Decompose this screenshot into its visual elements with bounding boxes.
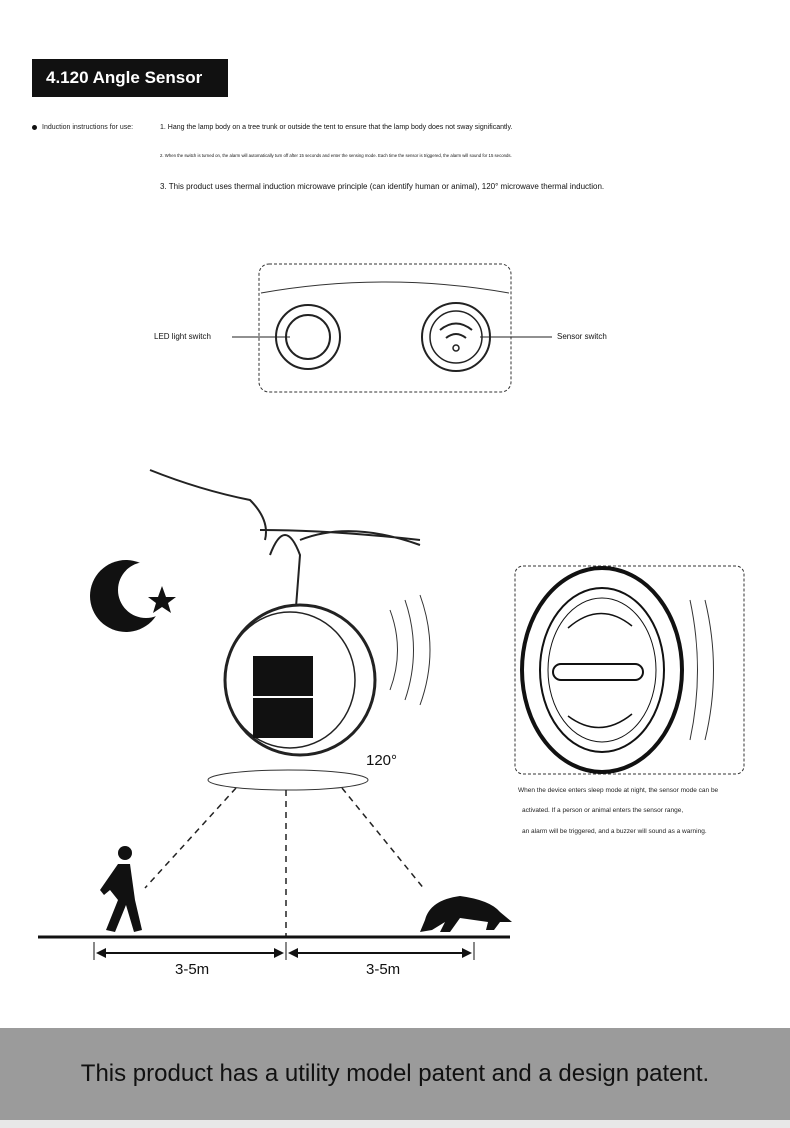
section-title: 4.120 Angle Sensor [32, 59, 228, 97]
patent-footer: This product has a utility model patent … [0, 1028, 790, 1120]
left-distance: 3-5m [175, 961, 210, 978]
bottom-strip [0, 1120, 790, 1128]
tree-branch [149, 469, 421, 546]
sleep-note-2: activated. If a person or animal enters … [522, 807, 684, 814]
star-icon [148, 586, 176, 613]
sensor-detail-icon [520, 566, 714, 774]
right-distance: 3-5m [366, 961, 401, 978]
instruction-3: 3. This product uses thermal induction m… [160, 182, 605, 191]
instruction-2: 2. When the switch is turned on, the ala… [160, 153, 512, 158]
sensor-range-diagram [38, 469, 745, 960]
sensor-switch-label: Sensor switch [557, 332, 607, 341]
bullet-icon [32, 124, 37, 130]
switch-panel-illustration [232, 263, 552, 393]
person-icon [100, 846, 142, 932]
lamp-icon [223, 603, 377, 757]
instructions-label: Induction instructions for use: [32, 124, 133, 131]
angle-label: 120° [366, 752, 398, 769]
sleep-note-3: an alarm will be triggered, and a buzzer… [522, 828, 707, 835]
led-switch-label: LED light switch [154, 332, 211, 341]
instructions-label-text: Induction instructions for use: [42, 124, 134, 131]
instruction-1: 1. Hang the lamp body on a tree trunk or… [160, 124, 513, 131]
sleep-note-1: When the device enters sleep mode at nig… [518, 787, 719, 794]
sensor-switch-icon [421, 302, 491, 372]
animal-icon [420, 896, 512, 932]
